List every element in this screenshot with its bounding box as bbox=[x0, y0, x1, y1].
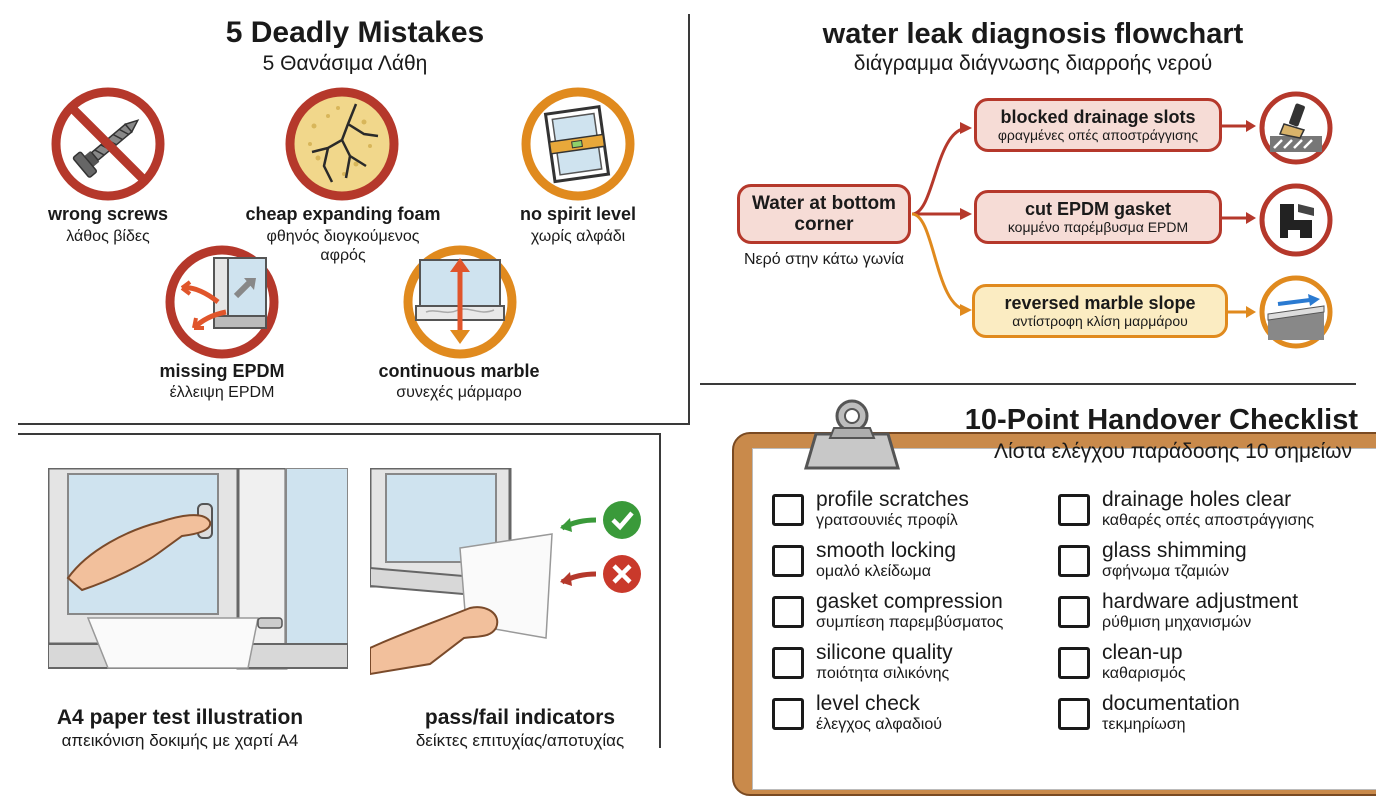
mistakes-title: 5 Deadly Mistakes bbox=[225, 16, 485, 49]
checklist-item[interactable]: level check έλεγχος αλφαδιού bbox=[772, 692, 1052, 738]
mistake-label-gr: συνεχές μάρμαρο bbox=[396, 384, 522, 401]
checkbox[interactable] bbox=[772, 647, 804, 679]
mistake-label-gr: φθηνός διογκούμενος αφρός bbox=[266, 228, 420, 264]
brush-cleaning-icon bbox=[1258, 90, 1334, 166]
checklist-item[interactable]: glass shimming σφήνωμα τζαμιών bbox=[1058, 539, 1338, 585]
divider-horizontal-left bbox=[18, 423, 690, 425]
mistake-label-gr: χωρίς αλφάδι bbox=[530, 228, 626, 245]
checklist-item-gr: ομαλό κλείδωμα bbox=[816, 563, 932, 580]
cracked-foam-icon bbox=[284, 86, 400, 202]
checklist-item-gr: συμπίεση παρεμβύσματος bbox=[816, 614, 1004, 631]
mistake-label-en: no spirit level bbox=[519, 204, 637, 224]
clipboard-clip-icon bbox=[782, 398, 922, 474]
checklist-item-en: hardware adjustment bbox=[1102, 590, 1299, 613]
mistake-label-en: continuous marble bbox=[378, 361, 540, 381]
mistake-label-en: wrong screws bbox=[47, 204, 169, 224]
paper-test-label-gr: δείκτες επιτυχίας/αποτυχίας bbox=[415, 731, 625, 750]
checklist-item-gr: ρύθμιση μηχανισμών bbox=[1102, 614, 1252, 631]
flowchart-start-label: Water at bottom corner bbox=[752, 193, 896, 235]
window-paper-passfail-illustration bbox=[370, 468, 560, 678]
checkbox[interactable] bbox=[1058, 647, 1090, 679]
branch-label-gr: αντίστροφη κλίση μαρμάρου bbox=[1012, 312, 1188, 329]
checklist-item-en: glass shimming bbox=[1102, 539, 1247, 562]
checklist-item[interactable]: gasket compression συμπίεση παρεμβύσματο… bbox=[772, 590, 1052, 636]
flowchart-subtitle: διάγραμμα διάγνωσης διαρροής νερού bbox=[853, 52, 1213, 75]
checklist-item[interactable]: silicone quality ποιότητα σιλικόνης bbox=[772, 641, 1052, 687]
branch-label-gr: κομμένο παρέμβυσμα EPDM bbox=[1007, 218, 1189, 235]
divider-vertical-bottom bbox=[659, 433, 661, 748]
flowchart-title: water leak diagnosis flowchart bbox=[822, 18, 1244, 50]
branch-label-en: cut EPDM gasket bbox=[1024, 198, 1172, 219]
fail-cross-icon bbox=[556, 552, 646, 598]
checklist-item-gr: καθαρισμός bbox=[1102, 665, 1186, 682]
checklist-item[interactable]: documentation τεκμηρίωση bbox=[1058, 692, 1338, 738]
missing-epdm-icon bbox=[164, 244, 280, 360]
paper-test-label-en: A4 paper test illustration bbox=[56, 706, 304, 729]
window-hand-paper-illustration bbox=[48, 468, 348, 678]
divider-vertical-top bbox=[688, 14, 690, 424]
checkbox[interactable] bbox=[772, 698, 804, 730]
branch-label-gr: φραγμένες οπές αποστράγγισης bbox=[997, 126, 1199, 143]
mistake-label-en: missing EPDM bbox=[159, 361, 285, 381]
gasket-profile-icon bbox=[1258, 182, 1334, 258]
checklist-item-gr: ποιότητα σιλικόνης bbox=[816, 665, 950, 682]
checkbox[interactable] bbox=[1058, 545, 1090, 577]
mistake-label-gr: έλλειψη EPDM bbox=[169, 384, 275, 401]
spirit-level-icon bbox=[520, 86, 636, 202]
branch-label-en: blocked drainage slots bbox=[1000, 106, 1196, 127]
checkbox[interactable] bbox=[772, 494, 804, 526]
checklist-item-en: clean-up bbox=[1102, 641, 1183, 664]
checklist-item[interactable]: smooth locking ομαλό κλείδωμα bbox=[772, 539, 1052, 585]
checklist-item-en: drainage holes clear bbox=[1102, 488, 1292, 511]
mistakes-subtitle: 5 Θανάσιμα Λάθη bbox=[262, 52, 428, 75]
checklist-item-en: gasket compression bbox=[816, 590, 1003, 613]
mistake-label-gr: λάθος βίδες bbox=[66, 228, 150, 245]
paper-test-label-en: pass/fail indicators bbox=[424, 706, 616, 729]
checklist-title: 10-Point Handover Checklist bbox=[964, 404, 1358, 436]
checklist-item-gr: τεκμηρίωση bbox=[1102, 716, 1186, 733]
checklist-item-gr: σφήνωμα τζαμιών bbox=[1102, 563, 1230, 580]
pass-check-icon bbox=[556, 498, 646, 544]
checklist-subtitle: Λίστα ελέγχου παράδοσης 10 σημείων bbox=[993, 440, 1352, 463]
mistake-label-en: cheap expanding foam bbox=[245, 204, 441, 224]
checklist-item-en: profile scratches bbox=[816, 488, 969, 511]
flowchart-connectors bbox=[911, 120, 1256, 318]
marble-slope-icon bbox=[1258, 274, 1334, 350]
divider-left-bottom-top bbox=[18, 433, 661, 435]
paper-test-label-gr: απεικόνιση δοκιμής με χαρτί A4 bbox=[61, 731, 299, 750]
checkbox[interactable] bbox=[1058, 698, 1090, 730]
flowchart-branch-box: blocked drainage slots φραγμένες οπές απ… bbox=[974, 98, 1222, 152]
checklist-item[interactable]: clean-up καθαρισμός bbox=[1058, 641, 1338, 687]
divider-horizontal-right bbox=[700, 383, 1356, 385]
flowchart-start-box: Water at bottom corner bbox=[737, 184, 911, 244]
checklist-item-gr: γρατσουνιές προφίλ bbox=[816, 512, 958, 529]
checkbox[interactable] bbox=[1058, 596, 1090, 628]
checkbox[interactable] bbox=[1058, 494, 1090, 526]
checklist-item-en: smooth locking bbox=[816, 539, 957, 562]
checklist-item[interactable]: hardware adjustment ρύθμιση μηχανισμών bbox=[1058, 590, 1338, 636]
checklist-item[interactable]: drainage holes clear καθαρές οπές αποστρ… bbox=[1058, 488, 1338, 534]
checklist-item-gr: καθαρές οπές αποστράγγισης bbox=[1102, 512, 1315, 529]
checklist-item-en: silicone quality bbox=[816, 641, 953, 664]
branch-label-en: reversed marble slope bbox=[1004, 292, 1196, 313]
crossed-screw-icon bbox=[50, 86, 166, 202]
checkbox[interactable] bbox=[772, 596, 804, 628]
continuous-marble-icon bbox=[402, 244, 518, 360]
flowchart-branch-box: cut EPDM gasket κομμένο παρέμβυσμα EPDM bbox=[974, 190, 1222, 244]
checklist-item-en: documentation bbox=[1102, 692, 1240, 715]
checklist-item-gr: έλεγχος αλφαδιού bbox=[816, 716, 942, 733]
flowchart-branch-box: reversed marble slope αντίστροφη κλίση μ… bbox=[972, 284, 1228, 338]
checkbox[interactable] bbox=[772, 545, 804, 577]
checklist-item[interactable]: profile scratches γρατσουνιές προφίλ bbox=[772, 488, 1052, 534]
flowchart-start-gr: Νερό στην κάτω γωνία bbox=[743, 251, 905, 268]
checklist-item-en: level check bbox=[816, 692, 920, 715]
